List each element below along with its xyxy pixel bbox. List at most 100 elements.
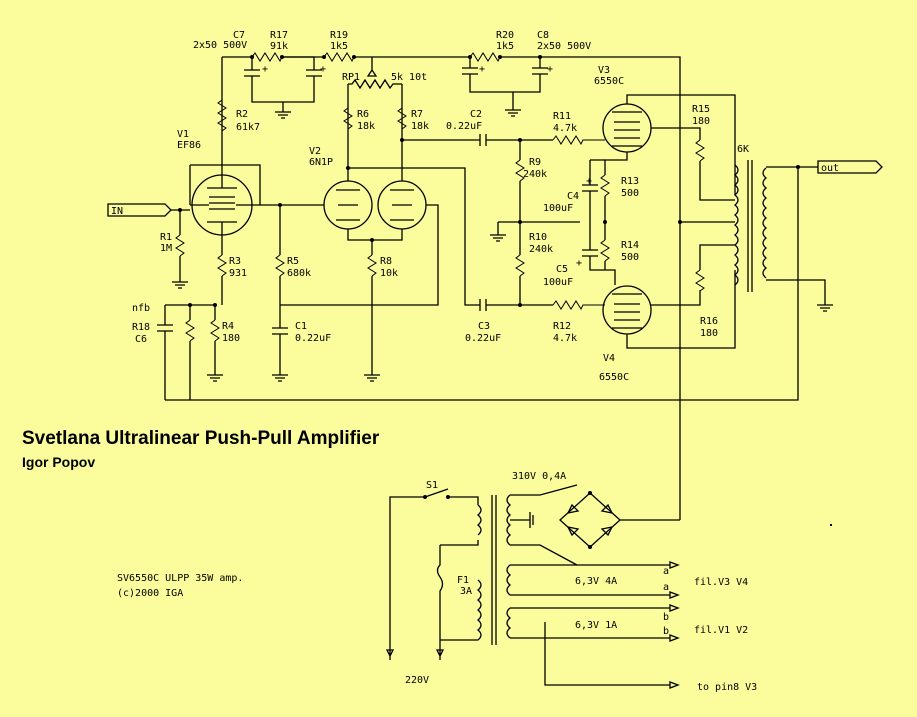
pin8-dest: to pin8 V3	[697, 682, 757, 693]
r11-value: 4.7k	[553, 123, 577, 134]
c2-value: 0.22uF	[446, 121, 482, 132]
r9-r10-resistors	[490, 138, 580, 307]
c4-ref: C4	[567, 191, 579, 202]
v1-value: EF86	[177, 140, 201, 151]
r6-value: 18k	[357, 121, 375, 132]
r12-value: 4.7k	[553, 333, 577, 344]
f1-value: 3A	[460, 586, 472, 597]
fil-b-voltage: 6,3V 1A	[575, 620, 617, 631]
r16-value: 180	[700, 328, 718, 339]
c3-value: 0.22uF	[465, 333, 501, 344]
r4-ref: R4	[222, 321, 234, 332]
c1-ref: C1	[295, 321, 307, 332]
r15-value: 180	[692, 116, 710, 127]
stray-dot	[830, 524, 832, 526]
r5-ref: R5	[287, 256, 299, 267]
c8-capacitor: ++	[462, 57, 553, 117]
v3-ref: V3	[598, 65, 610, 76]
r15-ref: R15	[692, 104, 710, 115]
r11-ref: R11	[553, 111, 571, 122]
c3-ref: C3	[478, 321, 490, 332]
fil-b-dest: fil.V1 V2	[694, 625, 748, 636]
c6-ref: C6	[135, 334, 147, 345]
svg-text:+: +	[479, 64, 485, 75]
c5-r14-network: +	[576, 220, 616, 285]
rp1-value: 5k 10t	[391, 72, 427, 83]
v4-tube	[602, 270, 736, 349]
r17-ref: R17	[270, 30, 288, 41]
output-transformer	[678, 160, 833, 312]
ot-value: 6K	[737, 144, 749, 155]
svg-text:+: +	[320, 64, 326, 75]
out-connector[interactable]	[817, 160, 883, 174]
v3-tube	[602, 94, 736, 195]
in-label: IN	[111, 206, 123, 217]
r8-value: 10k	[380, 268, 398, 279]
r7-ref: R7	[411, 109, 423, 120]
svg-text:+: +	[262, 64, 268, 75]
rp1-potentiometer	[347, 57, 403, 102]
r19-value: 1k5	[330, 41, 348, 52]
tap-b-top: b	[663, 612, 669, 623]
c7-value: 2x50 500V	[193, 40, 247, 51]
r7-value: 18k	[411, 121, 429, 132]
c2-ref: C2	[470, 109, 482, 120]
c2-c3-capacitors	[479, 134, 553, 311]
r12-ref: R12	[553, 321, 571, 332]
r6-ref: R6	[357, 109, 369, 120]
r20-value: 1k5	[496, 41, 514, 52]
out-label: out	[821, 163, 839, 174]
note-line-1: SV6550C ULPP 35W amp.	[117, 573, 243, 584]
hv-label: 310V 0,4A	[512, 471, 566, 482]
c5-ref: C5	[556, 264, 568, 275]
tap-b-bottom: b	[663, 626, 669, 637]
svg-text:+: +	[547, 64, 553, 75]
r19-ref: R19	[330, 30, 348, 41]
r8-resistor	[364, 254, 380, 382]
fil-a-voltage: 6,3V 4A	[575, 576, 617, 587]
v1-tube	[189, 164, 261, 255]
r9-value: 240k	[523, 169, 547, 180]
nfb-network	[157, 167, 799, 401]
tap-a-bottom: a	[663, 582, 669, 593]
r4-value: 180	[222, 333, 240, 344]
r1-value: 1M	[160, 243, 172, 254]
c7-ref: C7	[233, 30, 245, 41]
v2-ref: V2	[309, 146, 321, 157]
c7-capacitor: ++	[244, 56, 326, 119]
v4-ref: V4	[603, 353, 615, 364]
diagram-title: Svetlana Ultralinear Push-Pull Amplifier	[22, 428, 380, 449]
r5-resistor	[272, 203, 288, 382]
note-line-2: (c)2000 IGA	[117, 588, 183, 599]
power-supply	[385, 484, 680, 689]
r17-value: 91k	[270, 41, 288, 52]
c4-value: 100uF	[543, 203, 573, 214]
r4-resistor	[207, 303, 223, 382]
author-label: Igor Popov	[22, 454, 95, 470]
r2-resistor	[217, 99, 227, 132]
nfb-label: nfb	[132, 303, 150, 314]
v2-value: 6N1P	[309, 157, 333, 168]
r8-ref: R8	[380, 256, 392, 267]
r3-ref: R3	[229, 256, 241, 267]
r10-ref: R10	[529, 232, 547, 243]
r2-value: 61k7	[236, 122, 260, 133]
c1-value: 0.22uF	[295, 333, 331, 344]
v2-tube	[260, 102, 480, 306]
r18-ref: R18	[132, 322, 150, 333]
r6-r7-resistors	[343, 107, 407, 130]
v1-ref: V1	[177, 129, 189, 140]
r11-r12-resistors	[552, 135, 605, 311]
c5-plus: +	[576, 258, 582, 269]
r2-ref: R2	[236, 109, 248, 120]
v3-value: 6550C	[594, 76, 624, 87]
r5-value: 680k	[287, 268, 311, 279]
fil-a-dest: fil.V3 V4	[694, 577, 748, 588]
f1-ref: F1	[457, 575, 469, 586]
rp1-ref: RP1	[342, 72, 360, 83]
r1-resistor	[172, 210, 188, 289]
c5-value: 100uF	[543, 277, 573, 288]
tap-a-top: a	[663, 566, 669, 577]
mains-label: 220V	[405, 675, 429, 686]
